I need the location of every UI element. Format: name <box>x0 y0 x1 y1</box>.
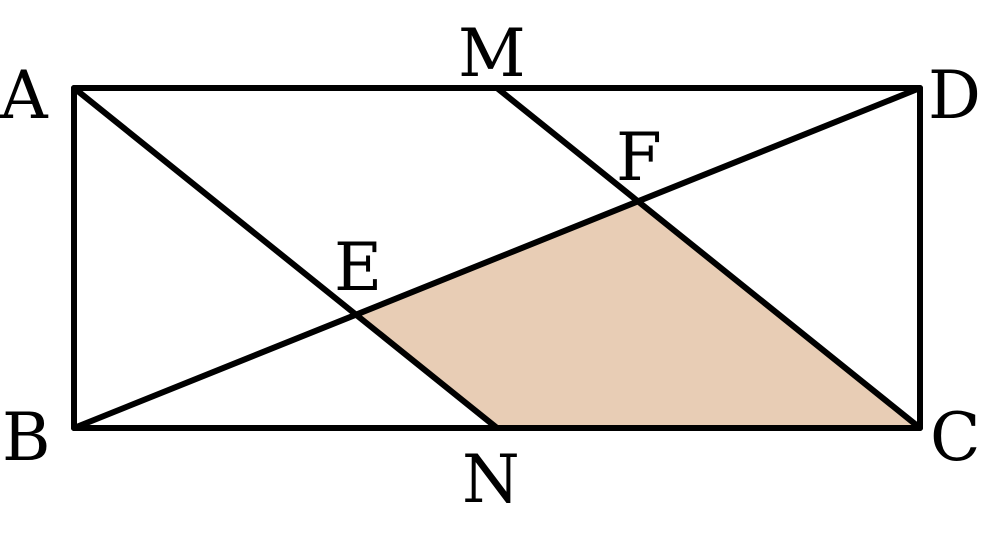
segment-an <box>71 85 500 431</box>
segment-mc <box>494 85 923 431</box>
label-e: E <box>334 229 382 306</box>
label-m: M <box>458 15 526 92</box>
shaded-quadrilateral-encf <box>357 202 920 428</box>
label-n: N <box>462 441 520 518</box>
label-f: F <box>616 119 662 196</box>
segment-bd <box>71 85 923 431</box>
label-d: D <box>928 57 981 134</box>
label-b: B <box>2 399 51 476</box>
label-a: A <box>0 57 49 134</box>
label-c: C <box>930 399 981 476</box>
